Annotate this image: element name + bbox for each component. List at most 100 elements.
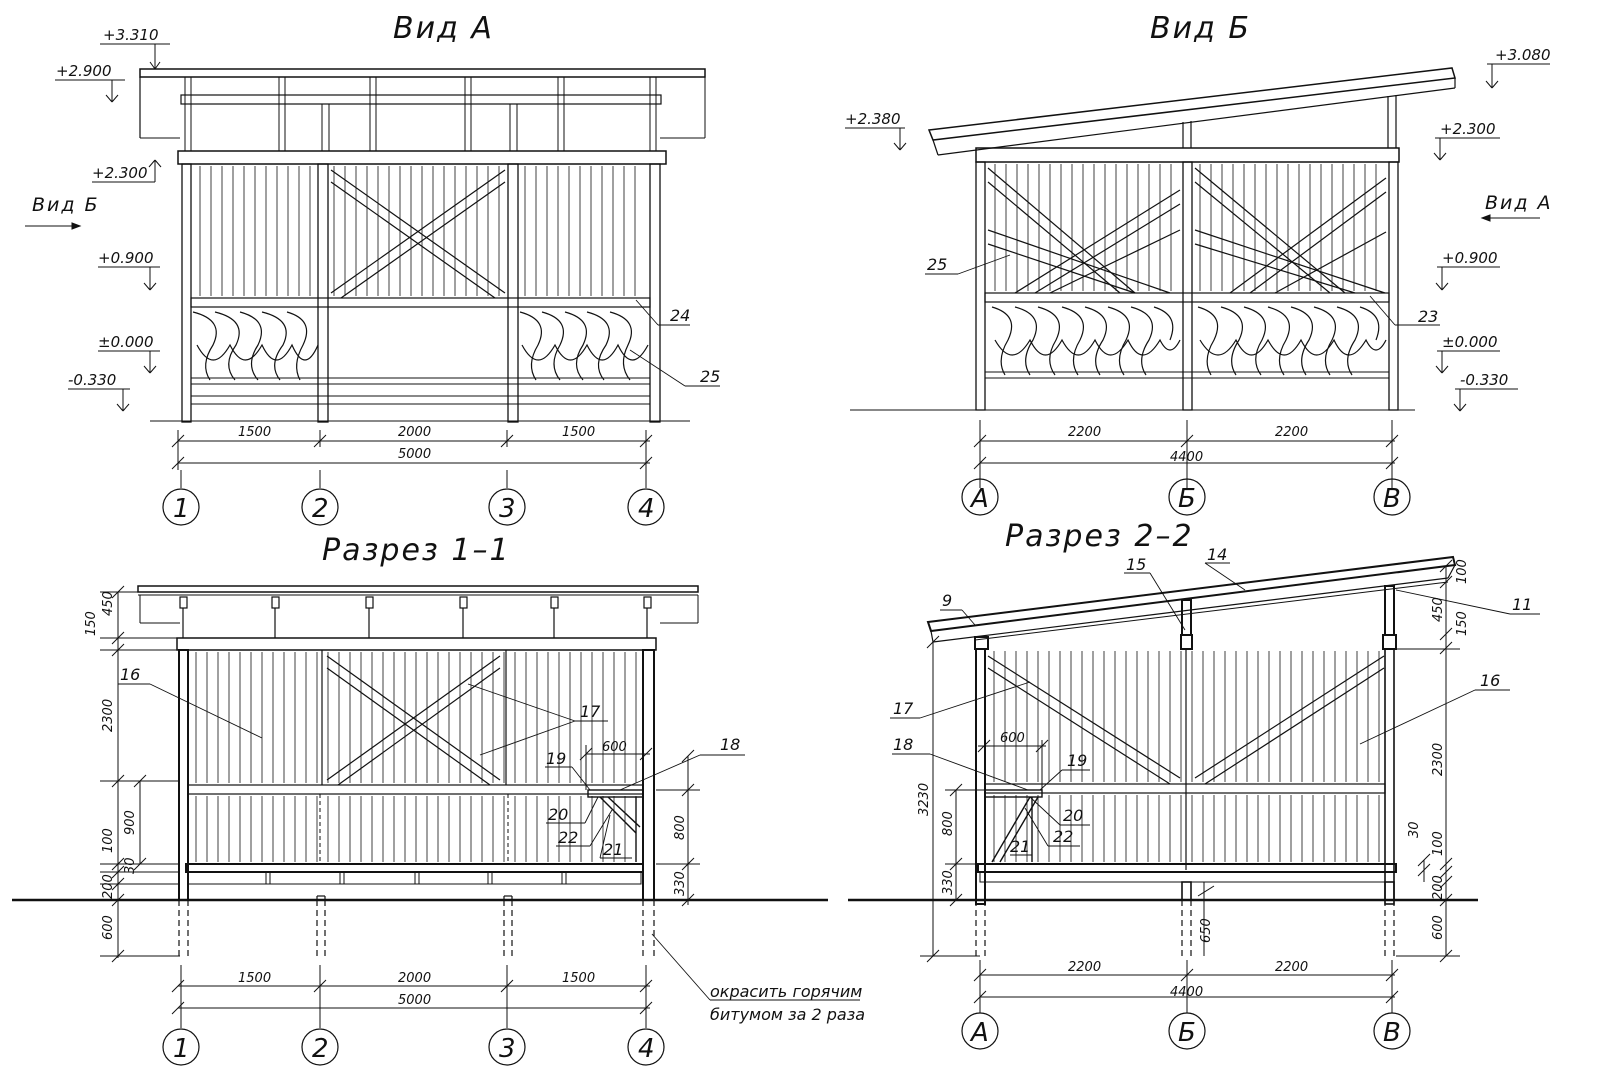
section-2-leaders <box>890 562 1540 856</box>
view-b-roof <box>927 67 1456 141</box>
view-a-rafter-posts <box>184 77 657 151</box>
section-1-dim-1500a: 1500 <box>238 971 271 986</box>
view-a-dim-lines <box>171 430 653 488</box>
section-2-vdim-330: 330 <box>941 870 956 895</box>
view-b-dim-2200b: 2200 <box>1275 425 1308 440</box>
view-b-level-3080: +3.080 <box>1495 46 1551 64</box>
view-b-dim-4400: 4400 <box>1170 450 1203 465</box>
section-2-callout-14: 14 <box>1207 545 1227 564</box>
view-a-x-brace <box>330 169 506 299</box>
section-2-vdim-2300: 2300 <box>1431 743 1446 776</box>
section-2-axis-b: Б <box>1178 1018 1196 1048</box>
section-1-post-left <box>178 649 189 901</box>
section-1-piles <box>178 900 655 956</box>
section-2-vdim-650: 650 <box>1199 918 1214 943</box>
view-a-axis-1: 1 <box>173 494 190 524</box>
section-1-rafters <box>179 596 652 638</box>
section-1-dim-5000: 5000 <box>398 993 431 1008</box>
view-a-title: Вид А <box>393 11 494 46</box>
section-2-vdim-450: 450 <box>1431 597 1446 622</box>
section-2-boards <box>993 651 1380 862</box>
section-1-axis-1: 1 <box>173 1034 190 1064</box>
view-a-axis-4: 4 <box>638 494 655 524</box>
view-a-axis-bubble-2 <box>301 488 339 526</box>
section-2-callout-19: 19 <box>1067 751 1087 770</box>
view-b-dim-lines <box>973 420 1399 488</box>
view-a-level-0900: +0.900 <box>98 249 154 267</box>
view-a-axis-bubble-1 <box>162 488 200 526</box>
section-1-dim-600: 600 <box>602 740 627 755</box>
section-2-axis-bubble-b <box>1168 1012 1206 1050</box>
section-2-callout-18: 18 <box>893 735 913 754</box>
section-1-dim-vertical-right <box>656 749 700 907</box>
section-1-bench <box>587 789 644 862</box>
section-2-callout-16: 16 <box>1480 671 1500 690</box>
section-2-dim-vertical-left <box>920 635 985 963</box>
section-2-axis-v: В <box>1383 1018 1401 1048</box>
section-1-vdim-600: 600 <box>101 915 116 940</box>
view-b-callout-23: 23 <box>1418 307 1438 326</box>
section-2-vdim-200: 200 <box>1431 875 1446 900</box>
view-a-callout-25: 25 <box>700 367 720 386</box>
section-1-vdim-330: 330 <box>673 871 688 896</box>
view-a-level-2300: +2.300 <box>92 164 148 182</box>
section-1-note-line2: битумом за 2 раза <box>710 1005 865 1024</box>
section-2-callout-21: 21 <box>1010 837 1030 856</box>
view-b-dim-2200a: 2200 <box>1068 425 1101 440</box>
view-b-level-marks <box>845 63 1550 412</box>
view-b-axis-bubble-v <box>1373 478 1411 516</box>
section-1-callout-19: 19 <box>546 749 566 768</box>
section-1-boards <box>195 652 637 862</box>
section-2-title: Разрез 2–2 <box>1005 519 1194 554</box>
section-2-axis-a: А <box>969 1018 989 1048</box>
view-a: Вид А <box>25 11 720 526</box>
view-b-lace <box>991 306 1387 376</box>
view-b-axis-bubble-b <box>1168 478 1206 516</box>
section-1-vdim-2300: 2300 <box>101 699 116 732</box>
section-2-vdim-30: 30 <box>1407 821 1422 838</box>
section-1-vdim-150: 150 <box>84 611 99 636</box>
view-a-lace-right <box>519 311 649 381</box>
section-2-dim-vertical-right <box>1396 559 1460 963</box>
section-1-callout-16: 16 <box>120 665 140 684</box>
section-1-post-right <box>642 649 655 901</box>
view-a-axis-bubble-4 <box>627 488 665 526</box>
section-1-axis-4: 4 <box>638 1034 655 1064</box>
section-1-axis-bubble-1 <box>162 1028 200 1066</box>
view-a-level-3310: +3.310 <box>103 26 159 44</box>
section-2-callout-11: 11 <box>1512 595 1532 614</box>
section-1-callout-17: 17 <box>580 702 601 721</box>
section-1-vdim-900: 900 <box>123 810 138 835</box>
section-2-dim-600: 600 <box>1000 731 1025 746</box>
section-2-2: Разрез 2–2 <box>848 519 1540 1050</box>
section-2-post-right <box>1384 648 1395 905</box>
view-b-title: Вид Б <box>1150 11 1251 46</box>
section-2-floor <box>977 863 1397 873</box>
section-1-callout-18: 18 <box>720 735 740 754</box>
view-b-level-0900: +0.900 <box>1442 249 1498 267</box>
section-1-note-line1: окрасить горячим <box>710 982 862 1001</box>
section-1-vdim-450: 450 <box>101 591 116 616</box>
section-1-vdim-30: 30 <box>123 857 138 874</box>
section-2-braces <box>987 655 1385 785</box>
view-a-boards <box>199 166 636 296</box>
section-2-callout-9: 9 <box>942 591 952 610</box>
view-a-lace-left <box>192 311 319 381</box>
section-1-1: Разрез 1–1 <box>12 533 865 1066</box>
view-b-level-0000: ±0.000 <box>1442 333 1498 351</box>
view-a-level-0330: -0.330 <box>68 371 116 389</box>
section-2-callout-20: 20 <box>1063 806 1083 825</box>
view-a-dim-2000: 2000 <box>398 425 431 440</box>
section-2-dim-4400: 4400 <box>1170 985 1203 1000</box>
section-1-axis-bubble-2 <box>301 1028 339 1066</box>
view-b-axis-v: В <box>1383 484 1401 514</box>
section-2-dim-lines <box>973 960 1399 1013</box>
section-2-dim-2200a: 2200 <box>1068 960 1101 975</box>
section-1-axis-bubble-4 <box>627 1028 665 1066</box>
view-b-axis-b: Б <box>1178 484 1196 514</box>
section-1-axis-3: 3 <box>499 1034 516 1064</box>
view-a-posts <box>181 163 661 423</box>
section-2-vdim-100b: 100 <box>1431 831 1446 856</box>
view-a-roof <box>139 68 706 78</box>
